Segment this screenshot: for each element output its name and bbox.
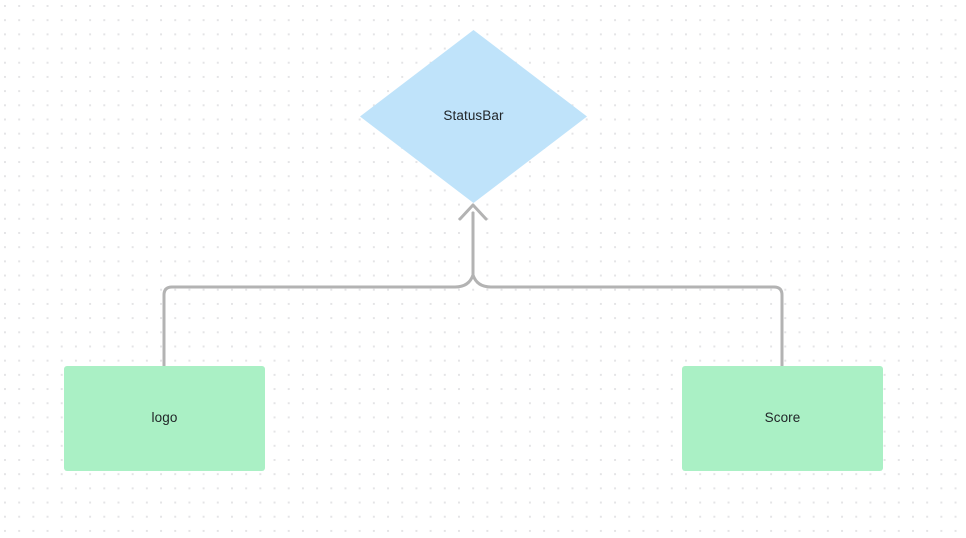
arrowhead-icon [458, 203, 488, 221]
edge-score-to-statusbar [471, 211, 784, 368]
node-logo[interactable]: logo [64, 366, 265, 471]
node-logo-label: logo [151, 410, 178, 426]
node-score[interactable]: Score [682, 366, 883, 471]
node-score-label: Score [764, 410, 801, 426]
node-statusbar[interactable]: StatusBar [360, 30, 587, 203]
node-statusbar-label: StatusBar [443, 108, 504, 124]
edge-logo-to-statusbar [162, 211, 475, 368]
